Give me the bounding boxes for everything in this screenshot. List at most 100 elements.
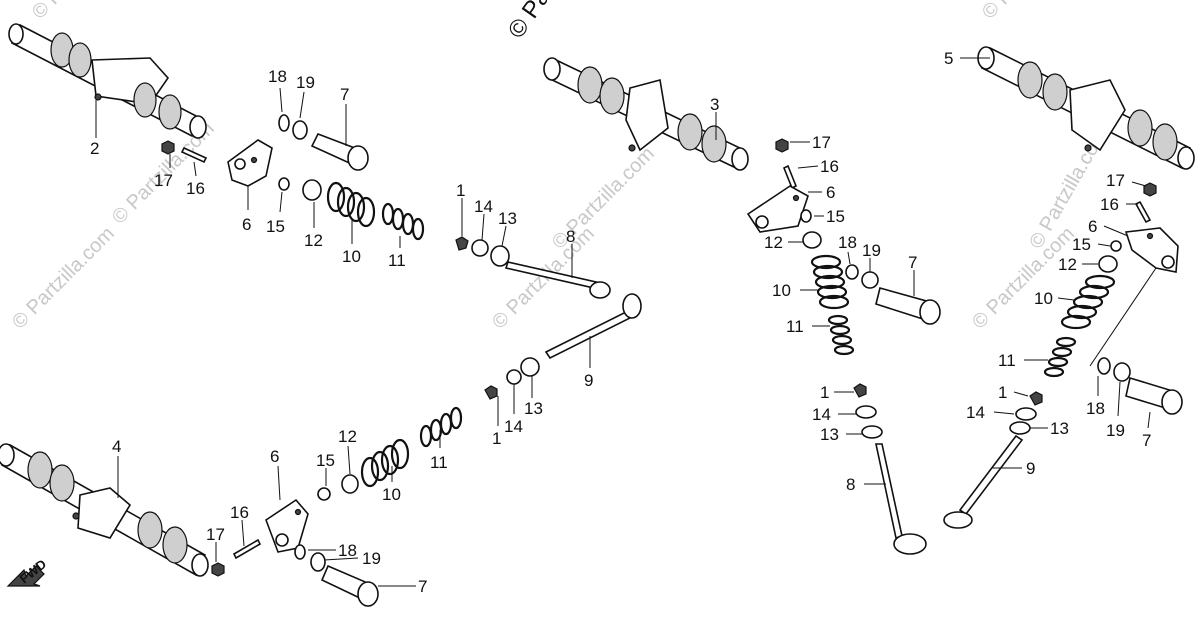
retainer-14a	[471, 239, 489, 257]
callout-12: 12	[1058, 255, 1077, 274]
callout-11: 11	[430, 453, 448, 472]
washer-18d	[1097, 357, 1111, 375]
callout-11: 11	[388, 251, 406, 270]
cotter-1a	[455, 236, 469, 251]
seal-13d	[1009, 421, 1031, 435]
callout-9: 9	[1026, 459, 1035, 478]
callout-14: 14	[474, 197, 493, 216]
callout-10: 10	[382, 485, 401, 504]
callout-14: 14	[966, 403, 985, 422]
callout-5: 5	[944, 49, 953, 68]
callout-13: 13	[820, 425, 839, 444]
retainer-14b	[506, 369, 522, 385]
retainer-14d	[1015, 407, 1037, 421]
inner-spring-11d	[1043, 336, 1077, 378]
nut-17b	[211, 562, 225, 577]
callout-13: 13	[498, 209, 517, 228]
callout-16: 16	[186, 179, 205, 198]
cotter-1d	[1029, 391, 1043, 406]
spring-seat-12b	[341, 474, 359, 494]
inner-spring-11b	[419, 406, 463, 448]
callout-14: 14	[812, 405, 831, 424]
callout-12: 12	[764, 233, 783, 252]
outer-spring-10b	[360, 438, 410, 488]
watermark: © Partzilla.com	[978, 0, 1089, 24]
o-ring-19d	[1113, 362, 1131, 382]
callout-7: 7	[340, 85, 349, 104]
callout-1: 1	[998, 383, 1007, 402]
rocker-shaft-7c	[875, 287, 941, 325]
spring-seat-15c	[800, 209, 812, 223]
rocker-arm-6b	[265, 498, 309, 553]
callout-15: 15	[1072, 235, 1091, 254]
seal-13c	[861, 425, 883, 439]
valve-9b	[943, 434, 1024, 529]
callout-15: 15	[826, 207, 845, 226]
spring-seat-12d	[1098, 255, 1118, 273]
callout-12: 12	[304, 231, 323, 250]
watermark-main: © Partzilla.com	[503, 0, 618, 43]
callout-17: 17	[1106, 171, 1125, 190]
callout-17: 17	[206, 525, 225, 544]
spring-seat-12a	[302, 179, 322, 201]
watermark: © Partzilla.com	[28, 0, 139, 24]
callout-14: 14	[504, 417, 523, 436]
watermark: © Partzilla.com	[8, 223, 119, 334]
callout-10: 10	[1034, 289, 1053, 308]
adjuster-screw-16d	[1134, 200, 1152, 224]
callout-13: 13	[524, 399, 543, 418]
watermark: © Partzilla.com	[968, 223, 1079, 334]
callout-16: 16	[1100, 195, 1119, 214]
callout-19: 19	[1106, 421, 1125, 440]
callout-7: 7	[418, 577, 427, 596]
washer-18a	[278, 114, 290, 132]
callout-1: 1	[820, 383, 829, 402]
callout-3: 3	[710, 95, 719, 114]
callout-7: 7	[908, 253, 917, 272]
adjuster-screw-16c	[782, 164, 798, 190]
callout-13: 13	[1050, 419, 1069, 438]
valve-8a	[504, 261, 611, 299]
rocker-shaft-7d	[1125, 376, 1183, 415]
callout-19: 19	[862, 241, 881, 260]
nut-17a	[161, 140, 175, 155]
camshaft-4	[0, 443, 209, 577]
callout-8: 8	[566, 227, 575, 246]
leader-lines	[95, 57, 1157, 587]
rocker-shaft-7b	[320, 564, 379, 607]
valve-8b	[875, 443, 927, 555]
nut-17c	[775, 138, 789, 153]
o-ring-19a	[292, 120, 308, 140]
spring-seat-15d	[1110, 240, 1122, 252]
callout-11: 11	[998, 351, 1016, 370]
washer-18c	[845, 264, 859, 280]
rocker-shaft-7a	[310, 132, 369, 171]
rocker-arm-6c	[746, 185, 809, 233]
callout-18: 18	[338, 541, 357, 560]
callout-6: 6	[1088, 217, 1097, 236]
callout-10: 10	[772, 281, 791, 300]
callout-11: 11	[786, 317, 804, 336]
valve-9a	[544, 293, 642, 360]
callout-6: 6	[242, 215, 251, 234]
callout-18: 18	[1086, 399, 1105, 418]
callout-8: 8	[846, 475, 855, 494]
callout-15: 15	[266, 217, 285, 236]
o-ring-19b	[310, 552, 326, 572]
callout-6: 6	[270, 447, 279, 466]
seal-13a	[490, 245, 510, 267]
callout-1: 1	[492, 429, 501, 448]
outer-spring-10c	[810, 254, 850, 310]
cotter-1c	[853, 383, 867, 398]
retainer-14c	[855, 405, 877, 419]
o-ring-19c	[861, 271, 879, 289]
callout-17: 17	[154, 171, 173, 190]
callout-12: 12	[338, 427, 357, 446]
callout-17: 17	[812, 133, 831, 152]
callout-2: 2	[90, 139, 99, 158]
spring-seat-15a	[278, 177, 290, 191]
nut-17d	[1143, 182, 1157, 197]
rocker-arm-6a	[227, 139, 273, 187]
washer-18b	[294, 544, 306, 560]
